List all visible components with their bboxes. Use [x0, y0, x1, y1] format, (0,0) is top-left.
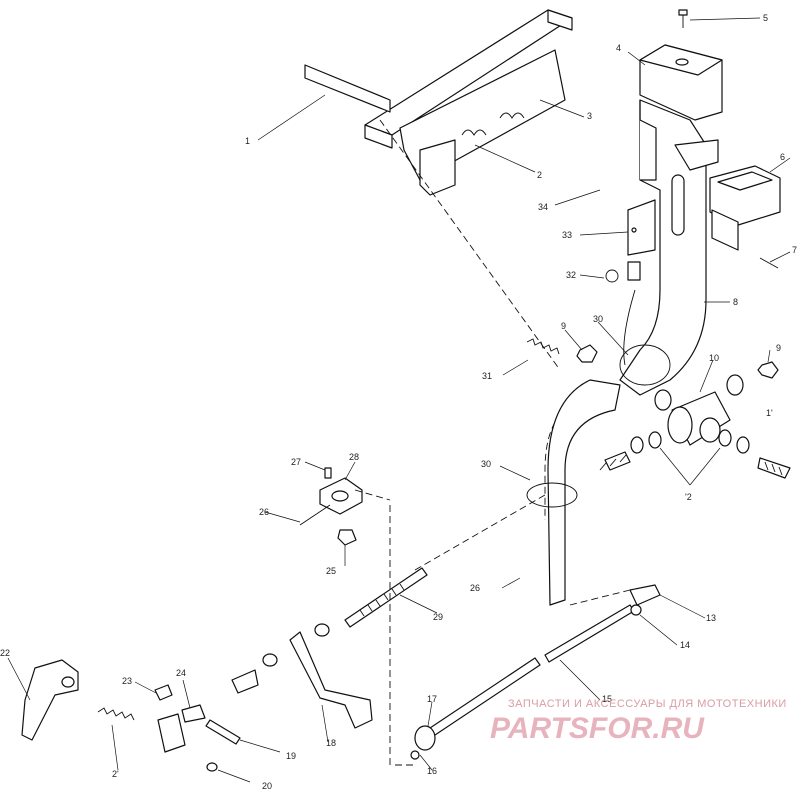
- callout-16: 16: [427, 766, 437, 776]
- callout-20: 20: [262, 781, 272, 789]
- callout-26-lower: 26: [470, 583, 480, 593]
- callout-34: 34: [538, 202, 548, 212]
- callout-8: 8: [733, 297, 738, 307]
- lower-bracket: [205, 623, 373, 772]
- callout-19: 19: [286, 751, 296, 761]
- callout-24: 24: [176, 668, 186, 678]
- lower-rod: [544, 379, 621, 606]
- callout-33: 33: [562, 230, 572, 240]
- callout-31: 31: [482, 371, 492, 381]
- linkage-rod: [395, 584, 661, 766]
- small-bracket: [299, 467, 391, 546]
- callout-30-lower: 30: [481, 459, 491, 469]
- watermark: ЗАПЧАСТИ И АКСЕССУАРЫ ДЛЯ МОТОТЕХНИКИ PA…: [490, 698, 787, 745]
- callout-21: 2': [112, 769, 119, 779]
- callout-18: 18: [326, 738, 336, 748]
- callout-9-right: 9: [776, 343, 781, 353]
- main-lever: [619, 99, 719, 396]
- callout-4: 4: [616, 43, 621, 53]
- callout-23: 23: [122, 676, 132, 686]
- callout-9-left: 9: [561, 321, 566, 331]
- callout-14: 14: [680, 640, 690, 650]
- callout-12: '2: [685, 492, 692, 502]
- callout-32: 32: [566, 270, 576, 280]
- callout-13: 13: [706, 613, 716, 623]
- callout-numbers: 1 2 3 4 5 6 7 8 9 9 10 1' '2 13 14 15 16…: [0, 13, 797, 791]
- callout-leaders: [7, 17, 791, 783]
- callout-7: 7: [792, 245, 797, 255]
- spring-upper: [379, 119, 561, 371]
- callout-30-upper: 30: [593, 314, 603, 324]
- callout-3: 3: [587, 111, 592, 121]
- pivot-hub-assembly: [576, 344, 791, 479]
- cable-loop: [526, 261, 671, 508]
- callout-11: 1': [766, 408, 773, 418]
- callout-6: 6: [780, 152, 785, 162]
- callout-27: 27: [291, 457, 301, 467]
- callout-10: 10: [709, 353, 719, 363]
- lower-spring-assembly: [21, 659, 206, 753]
- callout-2: 2: [537, 170, 542, 180]
- watermark-caption: ЗАПЧАСТИ И АКСЕССУАРЫ ДЛЯ МОТОТЕХНИКИ: [508, 698, 787, 710]
- frame-rail-assembly: [304, 9, 573, 196]
- box-bracket: [709, 165, 781, 269]
- callout-22: 22: [0, 648, 10, 658]
- callout-25: 25: [326, 566, 336, 576]
- callout-28: 28: [349, 452, 359, 462]
- watermark-logo: PARTSFOR.RU: [490, 712, 705, 745]
- callout-1: 1: [245, 136, 250, 146]
- callout-26-upper: 26: [259, 507, 269, 517]
- callout-29: 29: [433, 612, 443, 622]
- callout-5: 5: [763, 13, 768, 23]
- callout-17: 17: [427, 694, 437, 704]
- callout-15: 15: [602, 694, 612, 704]
- upper-cap: [639, 9, 723, 121]
- long-cable: [344, 494, 546, 765]
